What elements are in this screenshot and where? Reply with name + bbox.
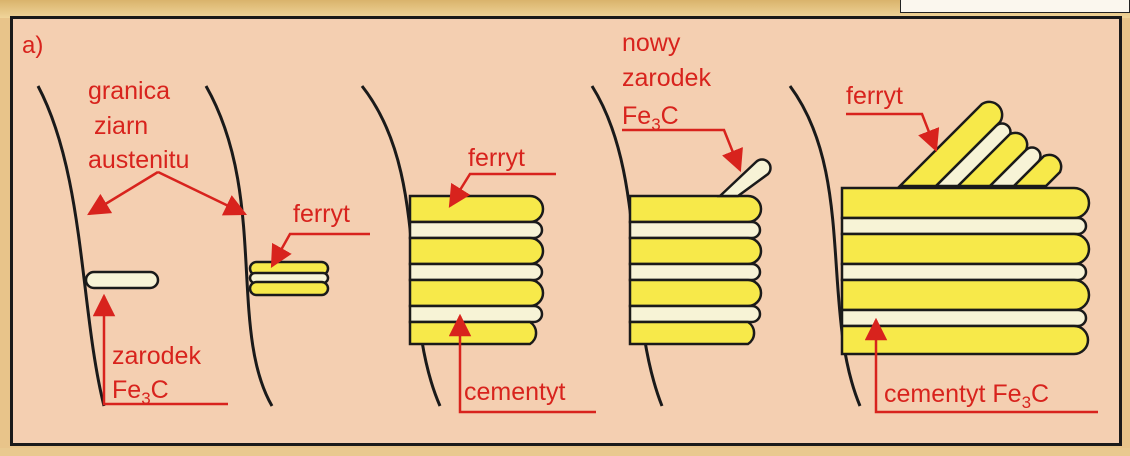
new-cementite-nucleus xyxy=(720,160,770,196)
ferrite-layer xyxy=(842,234,1089,264)
ferrite-layer xyxy=(410,280,543,306)
cementite-layer xyxy=(630,264,760,280)
cementite-layer xyxy=(410,306,542,322)
ferrite-layer xyxy=(630,238,761,264)
label-cementyt-fe3c: cementyt Fe3C xyxy=(884,380,1049,412)
cementite-layer xyxy=(410,264,542,280)
cementite-layer xyxy=(842,218,1086,234)
label-austenitu: austenitu xyxy=(88,146,189,174)
label-ferryt-4: ferryt xyxy=(846,82,903,110)
label-cementyt: cementyt xyxy=(464,378,565,406)
ferrite-layer xyxy=(842,188,1089,218)
ferrite-layer xyxy=(842,326,1088,354)
panel-label: a) xyxy=(22,32,43,59)
label-zarodek: zarodek xyxy=(112,342,201,370)
stage-2: ferryt cementyt xyxy=(362,86,596,412)
arrow-to-right-boundary xyxy=(158,172,245,214)
label-ferryt-1: ferryt xyxy=(293,200,350,228)
cementite-layer xyxy=(630,222,760,238)
grain-boundary-right xyxy=(206,86,272,406)
label-nowy: nowy xyxy=(622,29,681,57)
ferrite-layer xyxy=(630,196,761,222)
ferrite-layer xyxy=(410,238,543,264)
label-ziarn: ziarn xyxy=(94,112,148,140)
ferrite-lamella xyxy=(250,282,328,295)
arrow-to-ferrite-4 xyxy=(846,114,936,150)
cementite-nucleus xyxy=(86,272,158,288)
ferrite-layer xyxy=(842,280,1089,310)
cementite-layer xyxy=(630,306,760,322)
arrow-to-left-boundary xyxy=(89,172,158,214)
cementite-layer xyxy=(410,222,542,238)
cementite-layer xyxy=(842,264,1086,280)
cementite-layer xyxy=(842,310,1086,326)
ferrite-layer xyxy=(630,280,761,306)
arrow-to-new-nucleus xyxy=(622,130,740,170)
ferrite-layer xyxy=(630,322,754,344)
label-granica: granica xyxy=(88,77,170,105)
stage-3: nowy zarodek Fe3C xyxy=(592,29,770,406)
stage-4: ferryt cementyt Fe3C xyxy=(790,82,1098,412)
ferrite-layer xyxy=(410,196,543,222)
ferrite-layer xyxy=(410,322,536,344)
label-ferryt-2: ferryt xyxy=(468,144,525,172)
stage-1: granica ziarn austenitu zarodek Fe3C fer… xyxy=(38,77,370,408)
label-zarodek-2: zarodek xyxy=(622,64,711,92)
